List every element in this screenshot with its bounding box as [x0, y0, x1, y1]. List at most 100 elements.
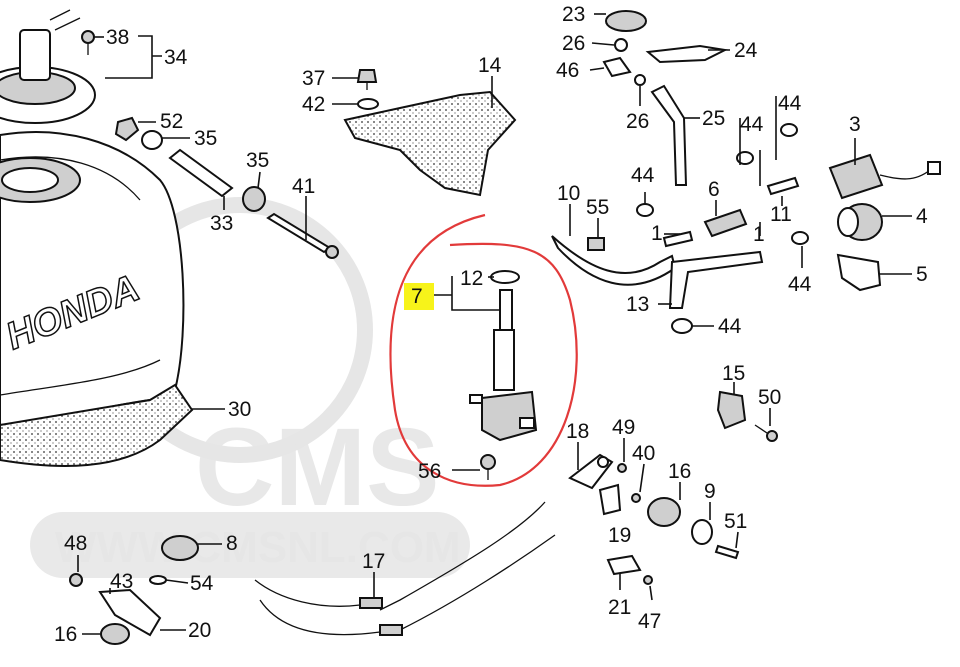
- callout-54: 54: [190, 572, 214, 595]
- callout-43: 43: [110, 570, 133, 593]
- cap-16b: [100, 623, 130, 645]
- leader-26a: [591, 42, 615, 46]
- leader-34: [105, 35, 162, 79]
- grommet-52: [114, 116, 140, 142]
- callout-15: 15: [722, 362, 745, 385]
- callout-23: 23: [562, 3, 585, 26]
- callout-7-highlight: [404, 283, 434, 310]
- callout-41: 41: [292, 175, 315, 198]
- watermark-brand: CMS: [195, 406, 439, 529]
- bracket-14: [343, 90, 517, 197]
- washer-12: [490, 270, 520, 284]
- hose-13: [668, 250, 764, 309]
- screw-49: [617, 463, 627, 473]
- callout-14: 14: [478, 54, 502, 77]
- callout-30: 30: [228, 398, 251, 421]
- knob-8: [161, 535, 199, 561]
- bolt-40: [631, 493, 641, 503]
- fuel-tank: HONDA: [0, 131, 185, 427]
- tank-bottom-plate: [0, 383, 194, 467]
- joint-46: [602, 56, 632, 78]
- callout-47: 47: [638, 610, 661, 633]
- callout-12: 12: [460, 267, 483, 290]
- bolt-48: [69, 573, 83, 587]
- callout-38: 38: [106, 26, 129, 49]
- callout-3: 3: [849, 113, 861, 136]
- leader-35b: [257, 171, 261, 189]
- cap-23: [605, 10, 647, 32]
- filter-4: [837, 203, 883, 241]
- callout-26b: 26: [626, 110, 649, 133]
- callouts: 38 34 52 35 35 41 33 37 42 14 30 23 26 2…: [54, 3, 928, 646]
- bolt-56: [480, 454, 496, 480]
- bolt-47: [643, 575, 653, 585]
- callout-1b: 1: [753, 223, 765, 246]
- callout-26a: 26: [562, 32, 585, 55]
- watermark: CMS WWW.CMSNL.COM: [30, 197, 470, 578]
- callout-50: 50: [758, 386, 781, 409]
- collar-35a: [141, 130, 163, 150]
- bolt-51: [714, 544, 740, 560]
- callout-4: 4: [916, 205, 928, 228]
- leader-51: [735, 531, 739, 549]
- fuel-valve-7: [469, 289, 538, 442]
- callout-7: 7: [411, 285, 423, 308]
- callout-1a: 1: [651, 222, 663, 245]
- callout-51: 51: [724, 510, 747, 533]
- collar-33: [168, 148, 234, 198]
- callout-18: 18: [566, 420, 589, 443]
- callout-16a: 16: [668, 460, 691, 483]
- callout-25: 25: [702, 107, 725, 130]
- callout-44c: 44: [788, 273, 812, 296]
- clip-44-bottom: [671, 318, 693, 334]
- stay-24: [645, 44, 729, 64]
- callout-35b: 35: [246, 149, 269, 172]
- callout-6: 6: [708, 178, 720, 201]
- callout-56: 56: [418, 460, 441, 483]
- filter-6: [703, 208, 748, 238]
- callout-35a: 35: [194, 127, 217, 150]
- callout-48: 48: [64, 532, 87, 555]
- callout-5: 5: [916, 263, 928, 286]
- callout-52: 52: [160, 110, 183, 133]
- bolt-41: [266, 212, 339, 259]
- collar-9: [691, 519, 713, 545]
- bolt-37: [356, 69, 378, 90]
- callout-21: 21: [608, 596, 631, 619]
- watermark-band: [30, 512, 470, 578]
- clips-44: [636, 123, 809, 245]
- tube-1a: [662, 230, 694, 248]
- callout-33: 33: [210, 212, 233, 235]
- tube-11: [766, 176, 800, 196]
- tube-25: [650, 84, 688, 186]
- callout-34: 34: [164, 46, 188, 69]
- callout-37: 37: [302, 67, 325, 90]
- watermark-site: WWW.CMSNL.COM: [55, 523, 461, 572]
- callout-16b: 16: [54, 623, 77, 646]
- bracket-5: [836, 253, 882, 292]
- leader-47: [649, 585, 653, 601]
- washer-42: [357, 98, 379, 110]
- callout-24: 24: [734, 39, 758, 62]
- fuel-cap: [0, 9, 96, 124]
- cable-17: [254, 501, 556, 636]
- callout-46: 46: [556, 59, 579, 82]
- washer-54: [149, 575, 167, 585]
- callout-9: 9: [704, 480, 716, 503]
- callout-17: 17: [362, 550, 385, 573]
- callout-40: 40: [632, 442, 655, 465]
- bracket-18: [568, 453, 614, 490]
- leader-44-group: [739, 96, 777, 186]
- clamp-21: [606, 554, 642, 576]
- callout-49: 49: [612, 416, 635, 439]
- collar-35b: [242, 186, 266, 212]
- callout-55: 55: [586, 196, 609, 219]
- callout-13: 13: [626, 293, 649, 316]
- callout-44e: 44: [718, 315, 742, 338]
- callout-44b: 44: [778, 92, 802, 115]
- clip-26a: [614, 38, 628, 52]
- callout-20: 20: [188, 619, 211, 642]
- leader-40: [639, 463, 645, 493]
- bolt-38: [81, 30, 95, 55]
- screw-50: [754, 424, 778, 442]
